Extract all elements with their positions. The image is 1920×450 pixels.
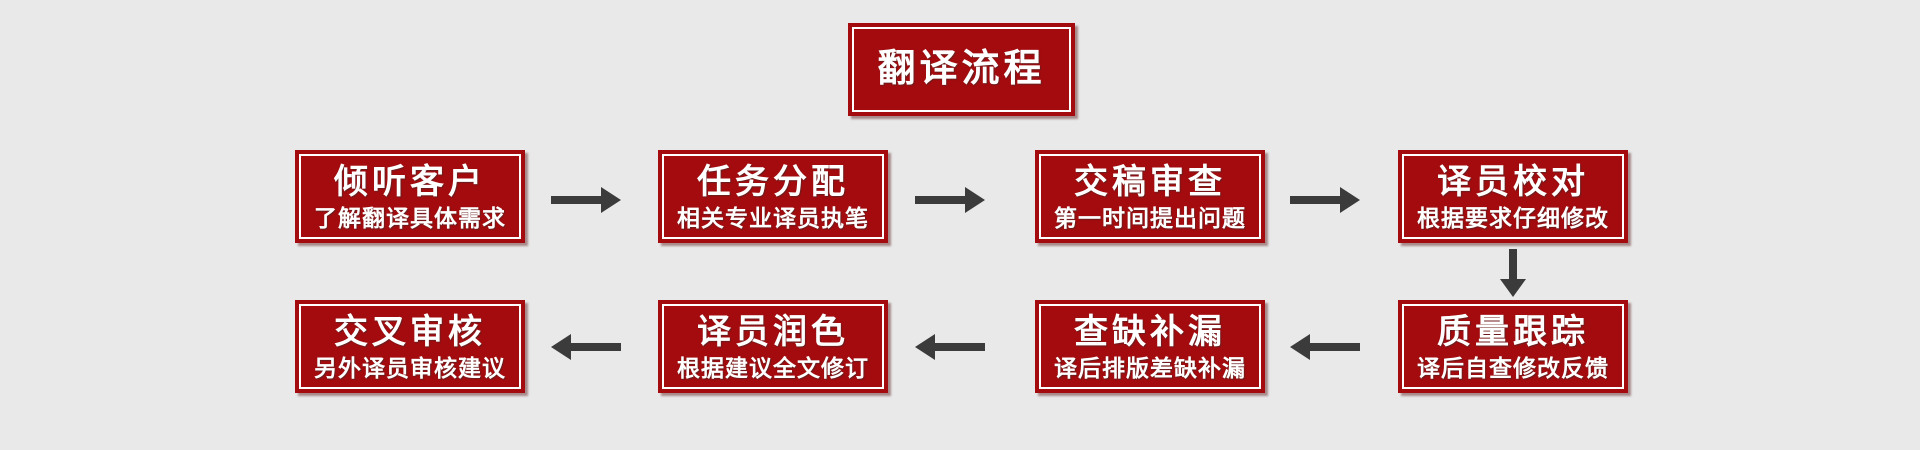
arrow-head bbox=[1500, 279, 1526, 297]
arrow-head bbox=[1290, 334, 1310, 360]
flow-step-subtitle: 了解翻译具体需求 bbox=[314, 204, 506, 231]
arrow-head bbox=[965, 187, 985, 213]
flowchart-title-box: 翻译流程 bbox=[848, 23, 1075, 116]
flow-step-translator-proofreading: 译员校对 根据要求仔细修改 bbox=[1398, 150, 1628, 243]
arrow-head bbox=[601, 187, 621, 213]
flow-step-subtitle: 译后自查修改反馈 bbox=[1417, 354, 1609, 381]
arrow-left-icon bbox=[551, 334, 621, 360]
flow-step-gap-filling: 查缺补漏 译后排版差缺补漏 bbox=[1035, 300, 1265, 393]
arrow-left-icon bbox=[915, 334, 985, 360]
flow-step-title: 倾听客户 bbox=[334, 162, 486, 201]
arrow-shaft bbox=[915, 196, 967, 204]
flow-step-subtitle: 相关专业译员执笔 bbox=[677, 204, 869, 231]
arrow-head bbox=[551, 334, 571, 360]
flow-step-title: 任务分配 bbox=[697, 162, 849, 201]
arrow-left-icon bbox=[1290, 334, 1360, 360]
arrow-head bbox=[1340, 187, 1360, 213]
flow-step-title: 质量跟踪 bbox=[1437, 312, 1589, 351]
flow-step-quality-tracking: 质量跟踪 译后自查修改反馈 bbox=[1398, 300, 1628, 393]
flow-step-title: 查缺补漏 bbox=[1074, 312, 1226, 351]
arrow-right-icon bbox=[915, 187, 985, 213]
flow-step-subtitle: 译后排版差缺补漏 bbox=[1054, 354, 1246, 381]
flow-step-listen-customer: 倾听客户 了解翻译具体需求 bbox=[295, 150, 525, 243]
flow-step-task-assignment: 任务分配 相关专业译员执笔 bbox=[658, 150, 888, 243]
arrow-shaft bbox=[933, 343, 985, 351]
flowchart-title: 翻译流程 bbox=[877, 47, 1046, 90]
flow-step-translator-polishing: 译员润色 根据建议全文修订 bbox=[658, 300, 888, 393]
arrow-shaft bbox=[569, 343, 621, 351]
arrow-shaft bbox=[551, 196, 603, 204]
arrow-shaft bbox=[1509, 249, 1517, 281]
flow-step-draft-review: 交稿审查 第一时间提出问题 bbox=[1035, 150, 1265, 243]
arrow-shaft bbox=[1290, 196, 1342, 204]
flow-step-subtitle: 第一时间提出问题 bbox=[1054, 204, 1246, 231]
flow-step-title: 交稿审查 bbox=[1074, 162, 1226, 201]
arrow-right-icon bbox=[551, 187, 621, 213]
arrow-shaft bbox=[1308, 343, 1360, 351]
flow-step-title: 译员润色 bbox=[697, 312, 849, 351]
arrow-down-icon bbox=[1500, 249, 1526, 297]
arrow-right-icon bbox=[1290, 187, 1360, 213]
flow-step-cross-review: 交叉审核 另外译员审核建议 bbox=[295, 300, 525, 393]
flow-step-title: 交叉审核 bbox=[334, 312, 486, 351]
arrow-head bbox=[915, 334, 935, 360]
flow-step-title: 译员校对 bbox=[1437, 162, 1589, 201]
flow-step-subtitle: 根据建议全文修订 bbox=[677, 354, 869, 381]
flow-step-subtitle: 根据要求仔细修改 bbox=[1417, 204, 1609, 231]
flow-step-subtitle: 另外译员审核建议 bbox=[314, 354, 506, 381]
